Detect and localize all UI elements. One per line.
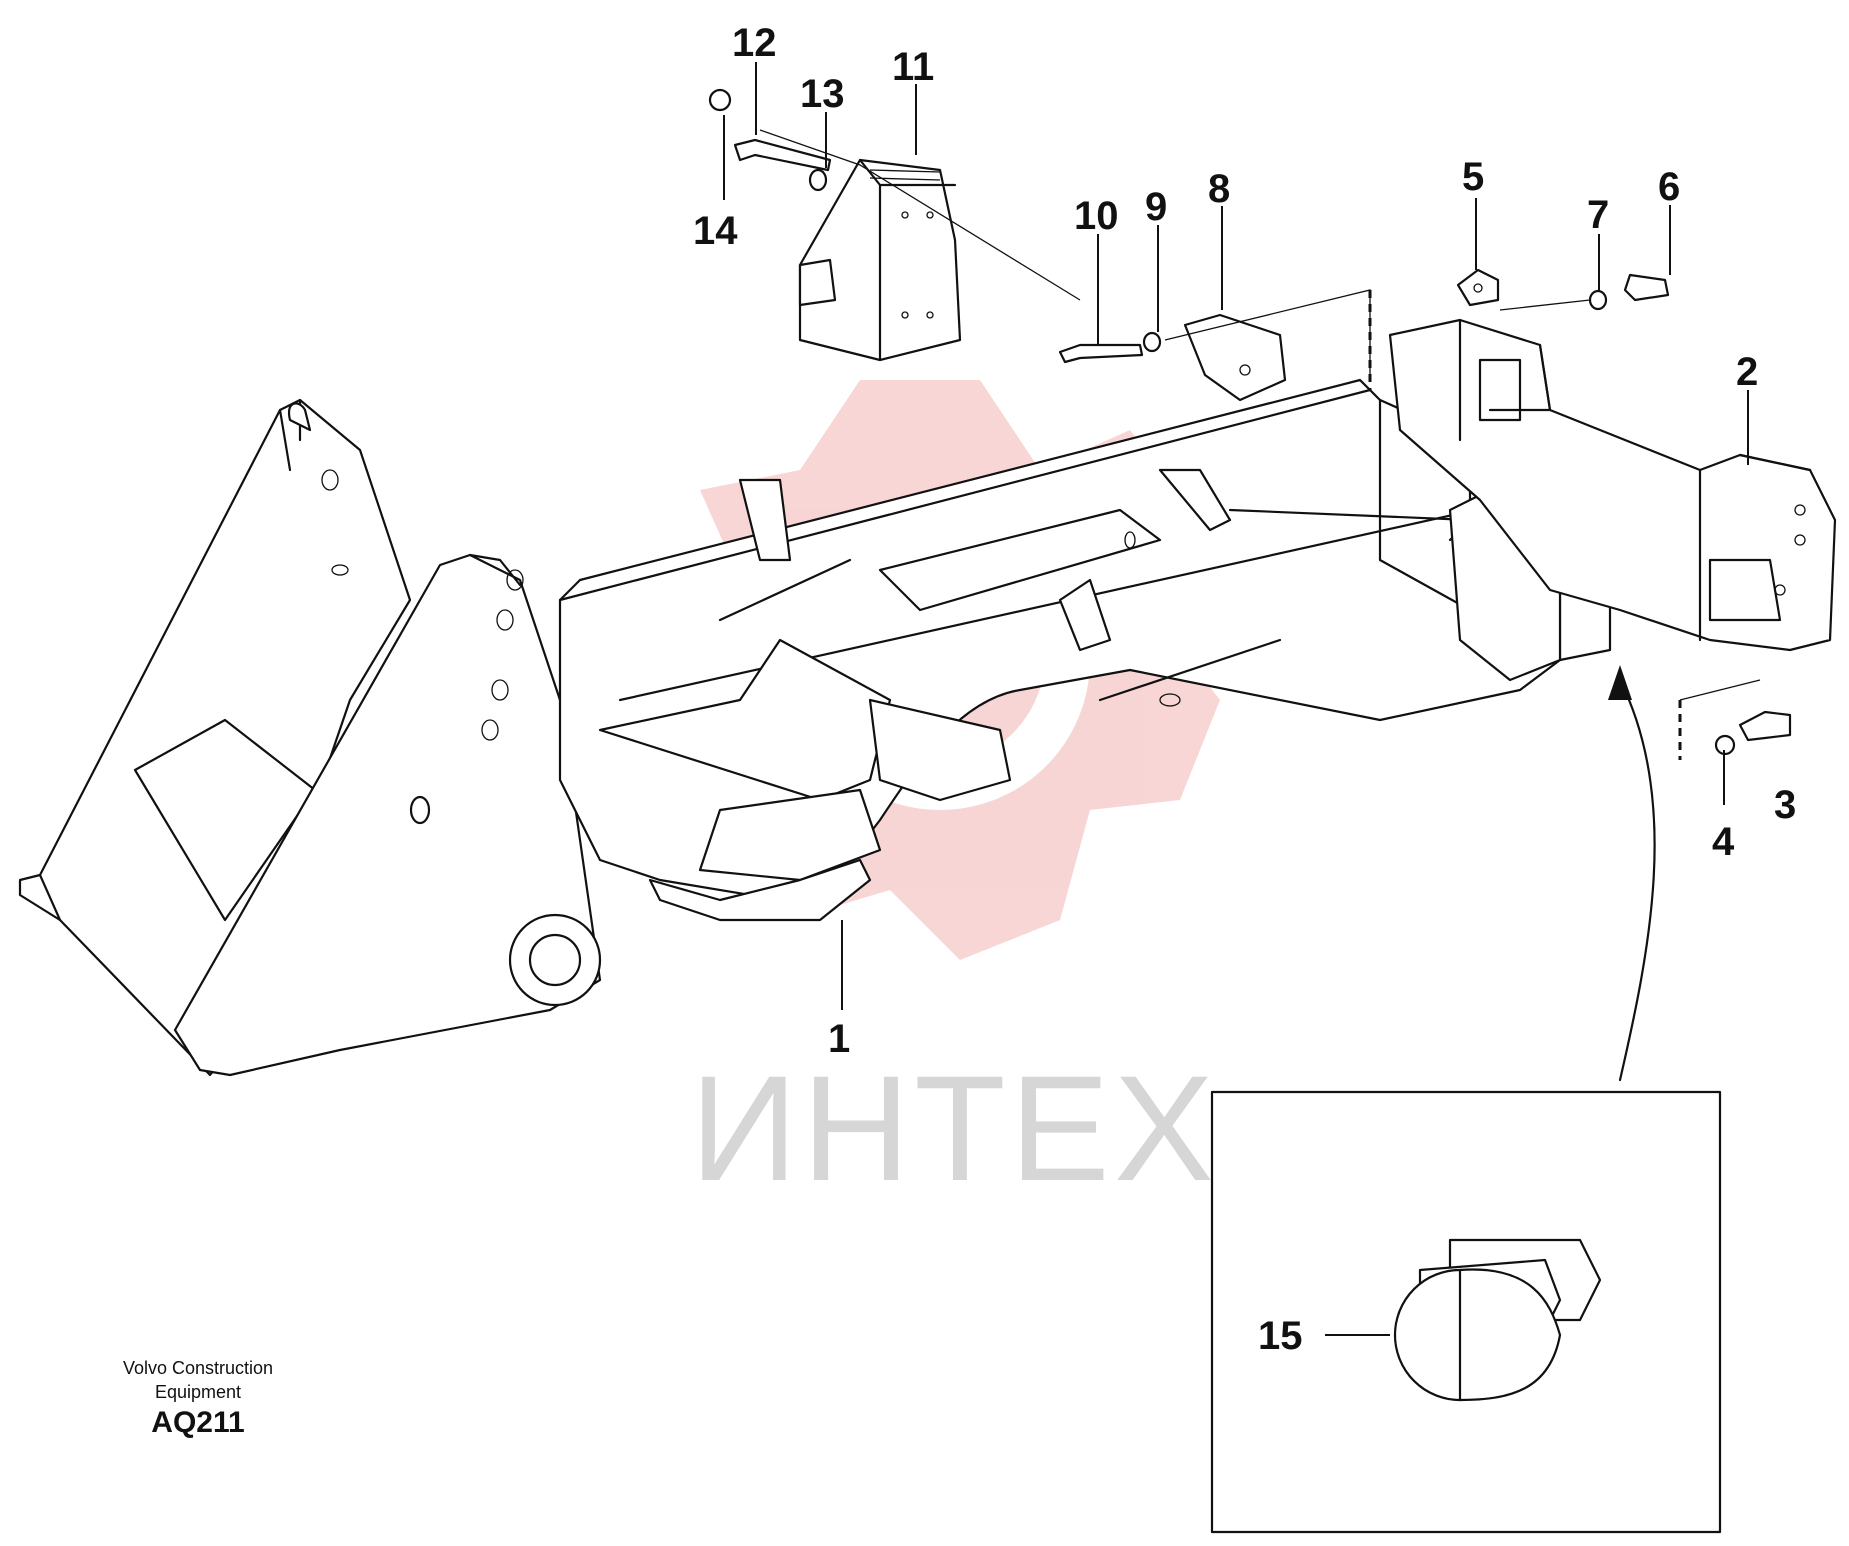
callout-6: 6 (1658, 165, 1680, 209)
callout-11: 11 (892, 45, 934, 89)
callout-13: 13 (800, 72, 845, 116)
callouts: 1 2 3 4 5 6 7 8 9 10 11 12 13 14 15 (693, 21, 1796, 1358)
caption-line-2: Equipment (155, 1382, 241, 1402)
callout-8: 8 (1208, 167, 1230, 211)
callout-10: 10 (1074, 194, 1119, 238)
frame-drawing (18, 378, 1612, 1077)
callout-1: 1 (828, 1017, 850, 1061)
detail-view (1210, 665, 1722, 1534)
fasteners (708, 88, 1792, 756)
leader-lines (723, 62, 1749, 1336)
caption: Volvo Construction Equipment AQ211 (123, 1358, 273, 1439)
callout-7: 7 (1587, 193, 1609, 237)
caption-code: AQ211 (151, 1406, 244, 1439)
bracket-drawing (1183, 313, 1287, 402)
pin-drawing (1393, 1238, 1602, 1402)
callout-15: 15 (1258, 1314, 1303, 1358)
counterweight-drawing (1388, 318, 1837, 652)
callout-2: 2 (1736, 350, 1758, 394)
callout-9: 9 (1145, 185, 1167, 229)
callout-5: 5 (1462, 155, 1484, 199)
step-drawing (798, 158, 962, 362)
assembly-lines (759, 129, 1761, 760)
caption-line-1: Volvo Construction (123, 1358, 273, 1378)
plate-drawing (1456, 268, 1500, 307)
callout-12: 12 (732, 21, 777, 65)
callout-14: 14 (693, 209, 738, 253)
callout-3: 3 (1774, 783, 1796, 827)
callout-4: 4 (1712, 820, 1735, 864)
arrow-head-icon (1608, 665, 1632, 700)
watermark-text: ИНТЕХ (690, 1044, 1218, 1212)
